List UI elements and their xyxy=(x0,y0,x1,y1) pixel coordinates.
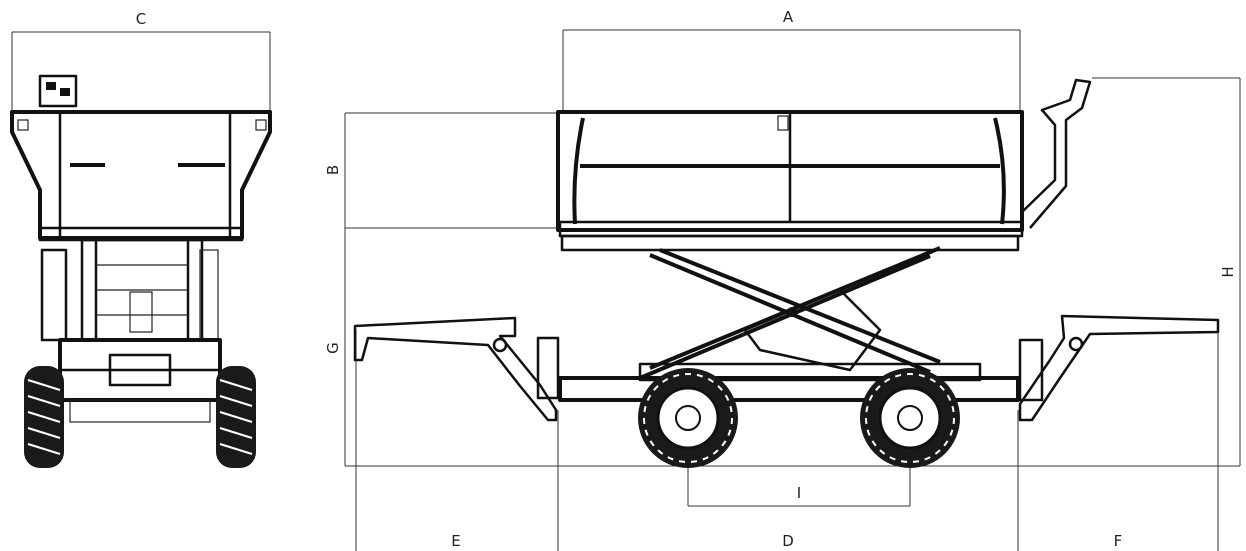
side-wheel-rear-tread xyxy=(643,373,733,463)
dim-label-e: E xyxy=(451,532,460,550)
front-rail-bracket-left xyxy=(17,119,29,131)
control-knob xyxy=(46,82,56,90)
right-outrigger-jack xyxy=(1018,338,1044,402)
dim-label-a: A xyxy=(783,8,794,26)
right-outrigger xyxy=(1018,314,1220,422)
side-chassis xyxy=(558,376,1020,402)
side-wheel-front-hub xyxy=(897,405,923,431)
side-rail-latch xyxy=(777,115,789,131)
front-outrigger-base xyxy=(69,399,211,423)
side-extension-ramp xyxy=(1021,78,1092,229)
control-switch xyxy=(60,88,70,96)
front-tire-right-tread xyxy=(219,378,253,456)
left-outrigger-hinge xyxy=(492,337,508,353)
left-outrigger-jack xyxy=(536,336,560,400)
front-platform-rail xyxy=(10,110,272,240)
side-wheel-rear-rim xyxy=(656,386,720,450)
left-outrigger xyxy=(353,316,558,422)
front-side-cabinet-left xyxy=(40,248,68,342)
side-rail-curve-left xyxy=(572,117,585,225)
side-wheel-front-tread xyxy=(865,373,955,463)
side-chassis-top xyxy=(638,362,982,382)
dim-label-b: B xyxy=(324,165,342,175)
dim-label-d: D xyxy=(782,532,794,550)
side-view: A B G H E D F I xyxy=(324,8,1241,551)
front-view: C xyxy=(10,10,272,468)
dim-label-c: C xyxy=(136,10,146,28)
scissor-arm-2 xyxy=(639,254,931,380)
scissor-lift-cylinder xyxy=(743,288,882,372)
side-rail-curve-right xyxy=(993,117,1006,225)
dim-label-h: H xyxy=(1219,266,1237,277)
dim-label-f: F xyxy=(1114,532,1123,550)
dim-label-g: G xyxy=(324,342,342,354)
front-tire-left-tread xyxy=(27,378,61,456)
control-box xyxy=(38,74,78,108)
right-outrigger-hinge xyxy=(1068,336,1084,352)
side-wheel-front-rim xyxy=(878,386,942,450)
side-wheel-rear-hub xyxy=(675,405,701,431)
dim-label-i: I xyxy=(797,484,801,502)
front-cylinder xyxy=(129,291,153,333)
side-platform-base xyxy=(560,234,1020,252)
front-rail-bracket-right xyxy=(255,119,267,131)
